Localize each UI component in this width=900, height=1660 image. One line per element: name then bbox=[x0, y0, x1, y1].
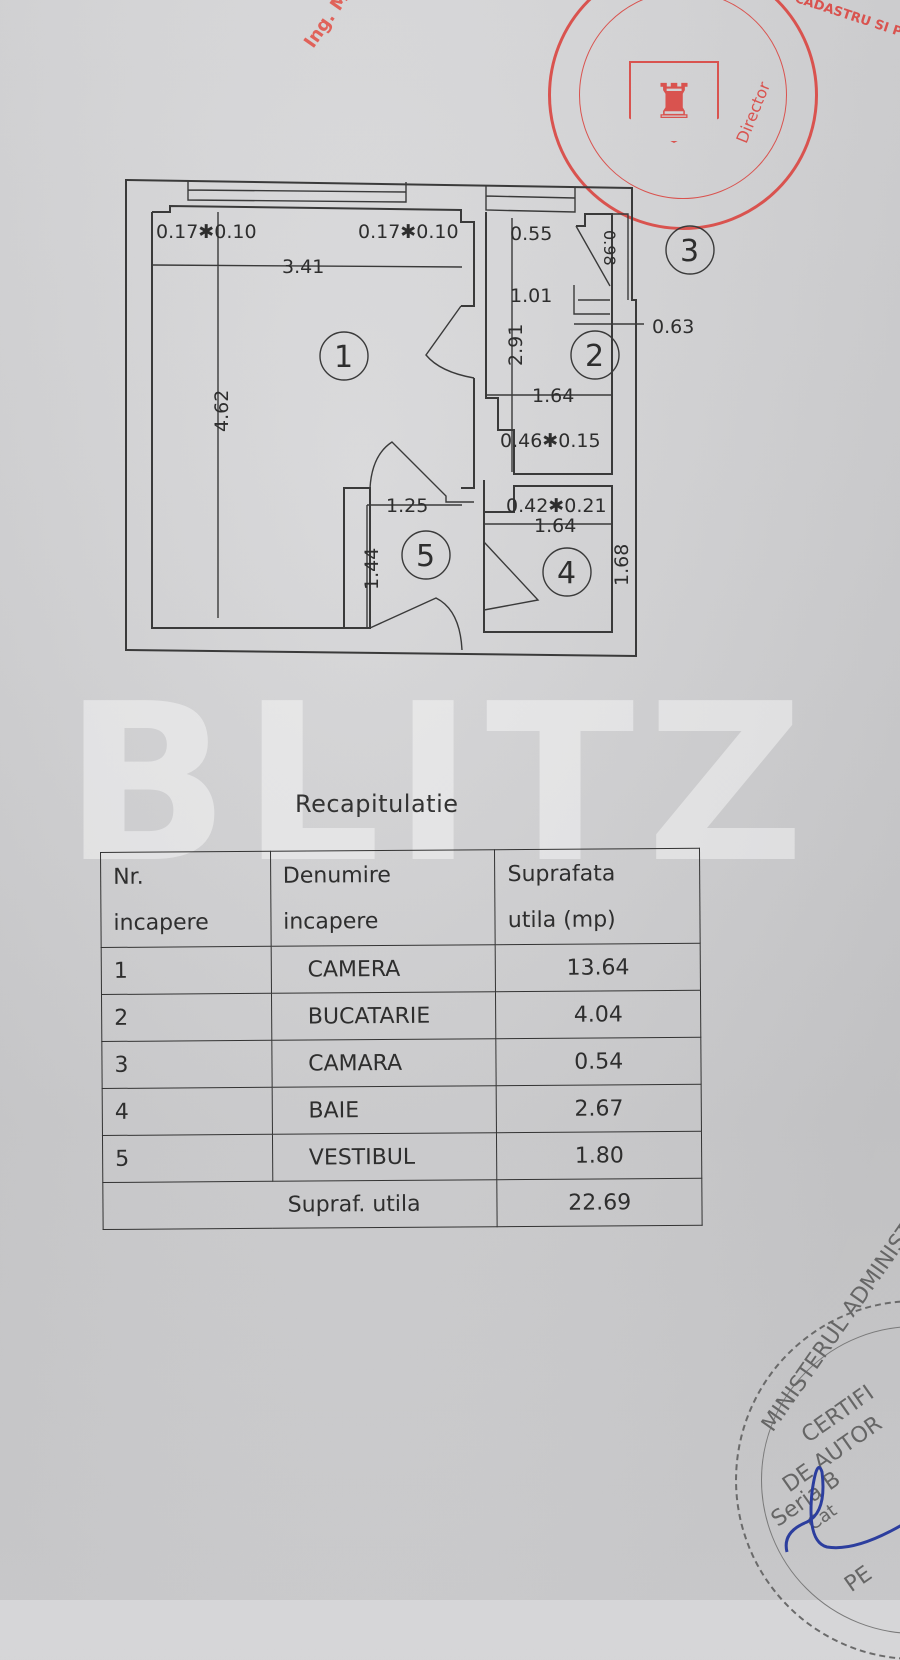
dim-room1-width: 3.41 bbox=[282, 256, 324, 278]
room-3-label: 3 bbox=[680, 234, 699, 269]
dim-kitchen-top: 0.55 bbox=[510, 223, 552, 245]
ministry-stamp: MINISTERUL ADMINIST CERTIFI DE AUTOR Ser… bbox=[735, 1219, 900, 1660]
header-area: Suprafata utila (mp) bbox=[494, 848, 701, 945]
table-row: 4 BAIE 2.67 bbox=[102, 1084, 702, 1136]
signature-icon bbox=[784, 1466, 900, 1553]
row-name: BUCATARIE bbox=[271, 991, 497, 1041]
header-area-line1: Suprafata bbox=[507, 861, 616, 888]
dim-kitchen-width: 1.64 bbox=[532, 385, 574, 407]
dim-col-right: 0.17✱0.10 bbox=[358, 221, 459, 243]
dim-room1-height: 4.62 bbox=[211, 390, 233, 432]
room-5-door-top bbox=[369, 441, 474, 503]
header-nr-line2: incapere bbox=[113, 910, 209, 936]
room-4-label: 4 bbox=[557, 556, 576, 591]
row-nr: 5 bbox=[102, 1134, 273, 1183]
dim-kitchen-height: 2.91 bbox=[505, 324, 527, 366]
dim-kitchen-col: 0.46✱0.15 bbox=[500, 430, 601, 452]
row-area: 4.04 bbox=[495, 990, 701, 1039]
row-nr: 3 bbox=[101, 1040, 272, 1089]
room-4-walls bbox=[483, 480, 613, 633]
room-5-door-bottom bbox=[369, 541, 540, 651]
room-2-walls bbox=[485, 212, 613, 475]
dim-hall-height: 1.44 bbox=[361, 548, 383, 590]
dim-col-left: 0.17✱0.10 bbox=[156, 221, 257, 243]
row-nr: 1 bbox=[101, 946, 272, 995]
header-nr: Nr. incapere bbox=[100, 851, 271, 948]
coat-of-arms-icon: ♜ bbox=[629, 61, 719, 143]
outer-wall bbox=[125, 178, 637, 658]
room-3-marker bbox=[665, 225, 715, 275]
row-area: 13.64 bbox=[495, 943, 701, 992]
room-2-label: 2 bbox=[585, 339, 604, 374]
table-row: 3 CAMARA 0.54 bbox=[101, 1037, 702, 1089]
watermark: BLITZ bbox=[63, 658, 817, 911]
row-nr: 2 bbox=[101, 993, 272, 1042]
row-name: CAMERA bbox=[270, 944, 496, 994]
row-area: 1.80 bbox=[496, 1131, 702, 1180]
table-total-row: Supraf. utila 22.69 bbox=[102, 1178, 703, 1230]
dim-kitchen-inner: 1.01 bbox=[510, 285, 552, 307]
room-1-door bbox=[425, 305, 475, 379]
room-summary-table: Nr. incapere Denumire incapere Suprafata… bbox=[100, 848, 703, 1230]
header-nr-line1: Nr. bbox=[113, 864, 144, 890]
row-area: 2.67 bbox=[496, 1084, 702, 1133]
dim-bath-col: 0.42✱0.21 bbox=[506, 495, 607, 517]
window-top bbox=[187, 180, 576, 213]
header-name-line2: incapere bbox=[283, 909, 379, 935]
row-name: VESTIBUL bbox=[272, 1132, 498, 1182]
room-5-marker bbox=[401, 530, 451, 580]
dim-pantry-diag: 0.98 bbox=[600, 230, 619, 266]
room-5-label: 5 bbox=[416, 539, 435, 574]
room-2-marker bbox=[570, 330, 620, 380]
dim-hall-width: 1.25 bbox=[386, 495, 428, 517]
dim-bath-height: 1.68 bbox=[611, 544, 633, 586]
dimension-lines bbox=[151, 212, 644, 628]
room-1-marker bbox=[319, 331, 369, 381]
summary-title: Recapitulatie bbox=[295, 790, 459, 818]
room-1-label: 1 bbox=[334, 340, 353, 375]
table-row: 5 VESTIBUL 1.80 bbox=[102, 1131, 702, 1183]
row-area: 0.54 bbox=[496, 1037, 702, 1086]
agency-stamp-inner-ring bbox=[579, 0, 787, 199]
total-label: Supraf. utila bbox=[102, 1179, 498, 1230]
row-name: CAMARA bbox=[271, 1038, 497, 1088]
total-value: 22.69 bbox=[497, 1178, 703, 1227]
header-name: Denumire incapere bbox=[270, 849, 496, 947]
room-3-walls bbox=[573, 213, 629, 315]
agency-stamp: AGENTIA NATIONALA DE CADASTRU SI PUBLICI… bbox=[548, 0, 900, 230]
header-area-line2: utila (mp) bbox=[507, 907, 616, 934]
row-nr: 4 bbox=[102, 1087, 273, 1136]
header-name-line1: Denumire bbox=[282, 862, 391, 889]
room-4-marker bbox=[542, 547, 592, 597]
room-1-walls bbox=[151, 204, 475, 629]
table-header-row: Nr. incapere Denumire incapere Suprafata… bbox=[100, 848, 701, 948]
dim-bath-width: 1.64 bbox=[534, 515, 576, 537]
row-name: BAIE bbox=[271, 1085, 497, 1135]
dim-pantry-side: 0.63 bbox=[652, 316, 694, 338]
floor-plan: 0.17✱0.10 0.17✱0.10 3.41 4.62 0.55 1.01 … bbox=[125, 178, 715, 658]
table-row: 1 CAMERA 13.64 bbox=[101, 943, 701, 995]
table-row: 2 BUCATARIE 4.04 bbox=[101, 990, 701, 1042]
